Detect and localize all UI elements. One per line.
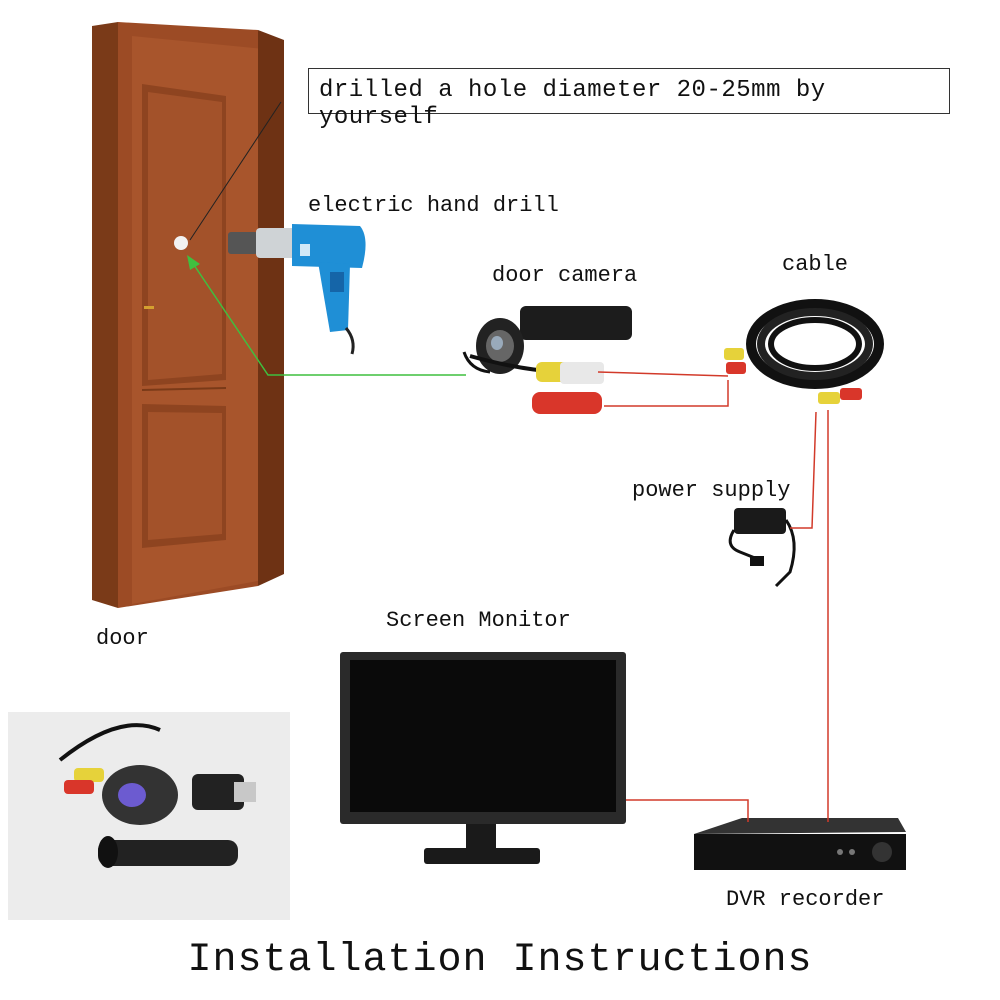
- door-illustration: [92, 22, 284, 608]
- label-screen-monitor: Screen Monitor: [386, 608, 571, 633]
- label-electric-hand-drill: electric hand drill: [308, 193, 559, 218]
- electric-drill-illustration: [228, 224, 366, 355]
- cable-coil-illustration: [724, 299, 884, 404]
- callout-text: drilled a hole diameter 20-25mm by yours…: [319, 77, 826, 131]
- label-cable: cable: [782, 252, 849, 277]
- door-camera-illustration: [462, 306, 632, 414]
- power-supply-illustration: [728, 508, 796, 588]
- drill-hole-callout: drilled a hole diameter 20-25mm by yours…: [308, 68, 950, 131]
- camera-product-photo: [8, 712, 290, 920]
- connection-lines: [187, 101, 829, 822]
- label-power-supply: power supply: [632, 478, 791, 503]
- page-title: Installation Instructions: [187, 938, 813, 983]
- label-door-camera: door camera: [492, 263, 638, 288]
- screen-monitor-illustration: [340, 652, 626, 864]
- dvr-recorder-illustration: [694, 818, 906, 870]
- label-dvr-recorder: DVR recorder: [726, 887, 885, 912]
- label-door: door: [96, 626, 149, 651]
